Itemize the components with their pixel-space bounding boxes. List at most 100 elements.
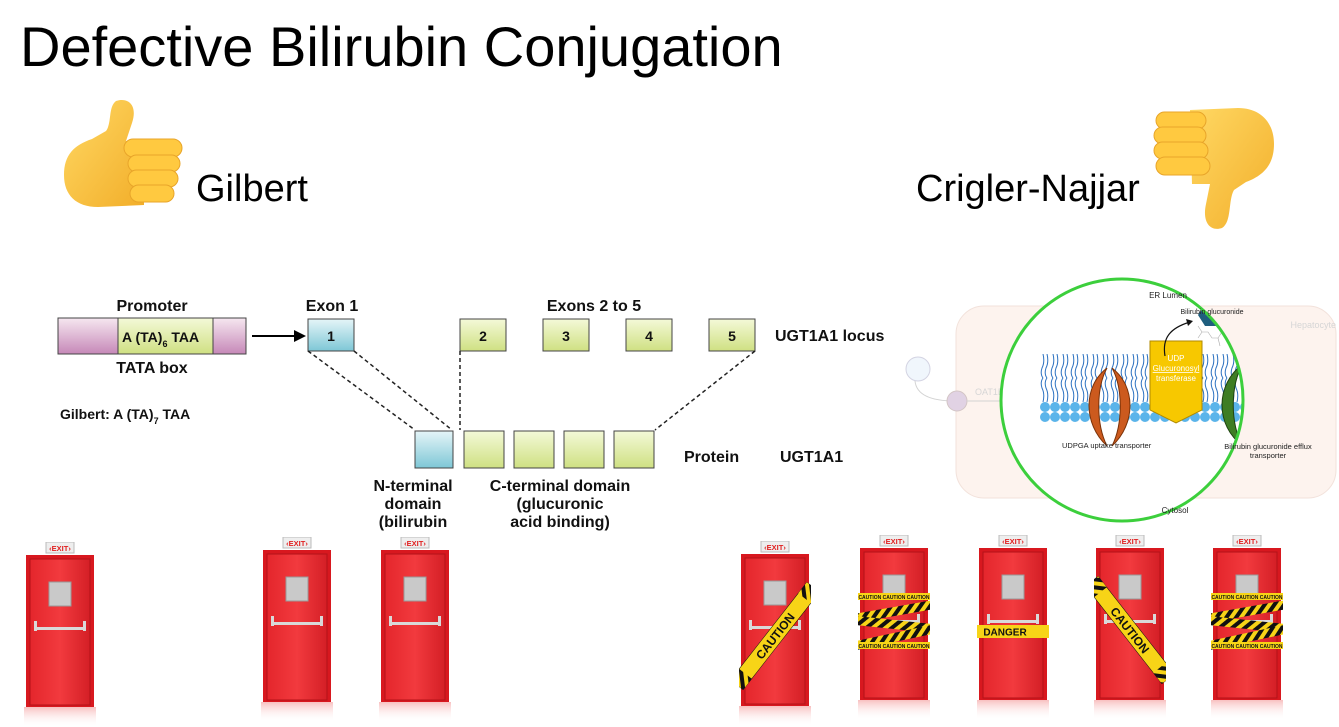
exit-sign-text: ‹EXIT› xyxy=(404,539,426,548)
n-terminal-caption: N-terminal domain (bilirubin xyxy=(373,478,452,531)
door-window xyxy=(48,581,72,607)
exit-sign xyxy=(282,537,312,549)
door-window xyxy=(1118,574,1142,600)
exon-5: 5 xyxy=(708,318,756,352)
efflux-label-line-2: transporter xyxy=(1250,451,1287,460)
protein-c-block-1 xyxy=(463,430,505,469)
floor-reflection xyxy=(1211,700,1283,720)
svg-text:C-terminal domain: C-terminal domain xyxy=(490,478,630,495)
push-bar xyxy=(34,621,86,631)
arrow-head-icon xyxy=(1186,319,1193,326)
exit-sign xyxy=(45,542,75,554)
protein-c-block-3 xyxy=(563,430,605,469)
thumbs-down-icon xyxy=(1153,108,1274,229)
exit-sign xyxy=(879,535,909,547)
exon1-label: Exon 1 xyxy=(306,298,359,315)
oat1b1-transporter xyxy=(946,390,968,412)
svg-text:(bilirubin: (bilirubin xyxy=(379,514,447,531)
exit-door-caution-diagonal: ‹EXIT› CAUTION xyxy=(739,541,811,726)
floor-reflection xyxy=(24,707,96,727)
floor-reflection xyxy=(379,702,451,722)
efflux-label-line-1: Bilirubin glucuronide efflux xyxy=(1224,442,1312,451)
svg-text:CAUTION CAUTION CAUTION: CAUTION CAUTION CAUTION xyxy=(1211,595,1282,601)
blood-cell xyxy=(905,356,931,382)
protein-c-block-4 xyxy=(613,430,655,469)
floor-reflection xyxy=(977,700,1049,720)
exit-door-caution-barricade: ‹EXIT› CAUTION CAUTION CAUTION CAUTION CA… xyxy=(858,535,930,720)
uptake-transporter-label: UDPGA uptake transporter xyxy=(1062,441,1152,450)
svg-text:(glucuronic: (glucuronic xyxy=(516,496,603,513)
protein-label: Protein xyxy=(684,449,739,466)
udpga-uptake-transporter xyxy=(1088,367,1108,447)
gilbert-variant-label: Gilbert: A (TA)7 TAA xyxy=(60,406,190,426)
svg-text:CAUTION CAUTION CAUTION: CAUTION CAUTION CAUTION xyxy=(858,644,929,650)
door-window xyxy=(1001,574,1025,600)
exit-door-danger-band: ‹EXIT› DANGER xyxy=(977,535,1049,720)
exon-2: 2 xyxy=(459,318,507,352)
floor-reflection xyxy=(1094,700,1166,720)
exit-sign-text: ‹EXIT› xyxy=(49,544,71,553)
door-window xyxy=(763,580,787,606)
svg-text:acid binding): acid binding) xyxy=(510,514,610,531)
exit-sign-text: ‹EXIT› xyxy=(883,537,905,546)
ugt1a1-gene-diagram: Promoter A (TA)6 TAA TATA box Gilbert: A… xyxy=(57,298,884,531)
tata-box-segment xyxy=(117,317,214,355)
promoter-segment-right xyxy=(212,317,247,355)
hepatocyte-label: Hepatocyte xyxy=(1290,320,1336,330)
slide-title: Defective Bilirubin Conjugation xyxy=(20,15,783,78)
exit-sign-text: ‹EXIT› xyxy=(1236,537,1258,546)
exit-sign xyxy=(1115,535,1145,547)
exons-2-5-label: Exons 2 to 5 xyxy=(547,298,641,315)
promoter-segment-left xyxy=(57,317,119,355)
er-conjugation-diagram: Hepatocyte OAT1B1 UDP Glucuronosyl trans… xyxy=(905,277,1337,523)
exit-sign-text: ‹EXIT› xyxy=(1002,537,1024,546)
er-lumen-label: ER Lumen xyxy=(1149,291,1187,300)
exon-1: 1 xyxy=(307,318,355,352)
exit-sign xyxy=(1232,535,1262,547)
oat1b1-label: OAT1B1 xyxy=(975,387,1009,397)
exit-door-open: ‹EXIT› xyxy=(261,537,333,722)
splice-connectors xyxy=(307,350,756,431)
door-panel xyxy=(384,553,446,701)
enzyme-label-line-3: transferase xyxy=(1156,374,1197,383)
tata-sequence: A (TA)6 TAA xyxy=(122,329,199,349)
cytosol-label: Cytosol xyxy=(1162,506,1189,515)
exit-sign xyxy=(760,541,790,553)
crigler-najjar-label: Crigler-Najjar xyxy=(916,168,1140,210)
svg-text:5: 5 xyxy=(728,328,736,344)
udp-glucuronosyl-transferase xyxy=(1149,340,1203,424)
exon-4: 4 xyxy=(625,318,673,352)
arrow-head-icon xyxy=(294,330,306,342)
exon-3: 3 xyxy=(542,318,590,352)
push-bar xyxy=(389,616,441,626)
svg-text:2: 2 xyxy=(479,328,487,344)
caution-barricade-tape: CAUTION CAUTION CAUTION CAUTION CAUTION C… xyxy=(1211,593,1283,651)
door-panel xyxy=(266,553,328,701)
gilbert-label: Gilbert xyxy=(196,168,308,210)
enzyme-label-line-1: UDP xyxy=(1168,354,1185,363)
exit-sign-text: ‹EXIT› xyxy=(764,543,786,552)
exit-door-open: ‹EXIT› xyxy=(24,542,96,727)
reaction-arrow xyxy=(1163,321,1191,357)
exit-sign xyxy=(998,535,1028,547)
enzyme-label-line-2: Glucuronosyl xyxy=(1153,364,1200,373)
promoter-label: Promoter xyxy=(116,298,187,315)
svg-text:CAUTION CAUTION CAUTION: CAUTION CAUTION CAUTION xyxy=(858,595,929,601)
lipid-bilayer xyxy=(1040,354,1243,422)
tata-box-label: TATA box xyxy=(116,360,187,377)
exit-door-open: ‹EXIT› xyxy=(379,537,451,722)
door-window xyxy=(403,576,427,602)
floor-reflection xyxy=(739,706,811,726)
c-terminal-caption: C-terminal domain (glucuronic acid bindi… xyxy=(490,478,630,531)
protein-n-terminal-block xyxy=(414,430,454,469)
door-panel xyxy=(29,558,91,706)
svg-text:3: 3 xyxy=(562,328,570,344)
exit-sign-text: ‹EXIT› xyxy=(286,539,308,548)
floor-reflection xyxy=(261,702,333,722)
thumbs-up-icon xyxy=(64,99,183,207)
protein-name: UGT1A1 xyxy=(780,449,843,466)
svg-text:CAUTION CAUTION CAUTION: CAUTION CAUTION CAUTION xyxy=(1211,644,1282,650)
push-bar xyxy=(271,616,323,626)
svg-text:1: 1 xyxy=(327,328,335,344)
